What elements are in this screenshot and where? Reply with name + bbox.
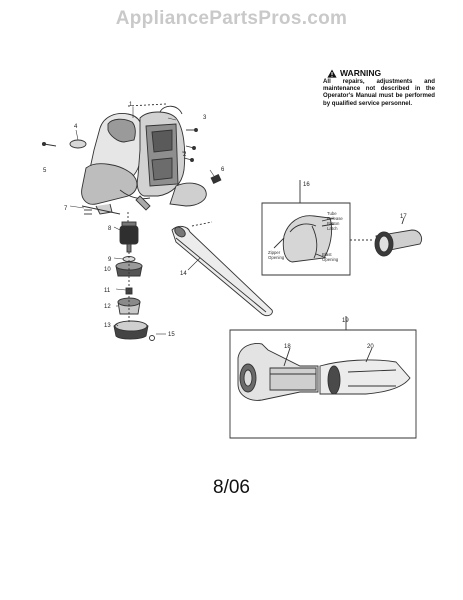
annotation: Latch (327, 226, 338, 231)
annotation: Button (327, 221, 340, 226)
part-label: 19 (342, 318, 349, 324)
part-label: 17 (400, 214, 407, 220)
part-label: 13 (104, 323, 111, 329)
motor-part (119, 212, 139, 253)
warning-triangle-icon (327, 69, 337, 78)
diagram-date: 8/06 (213, 477, 250, 498)
warning-title: WARNING (340, 68, 382, 78)
part-label: 9 (108, 257, 112, 263)
annotation: Tube (327, 211, 337, 216)
annotation: Opening (322, 257, 339, 262)
part-label: 18 (284, 344, 291, 350)
part-label: 16 (303, 182, 310, 188)
warning-heading: WARNING (327, 68, 435, 78)
part-label: 12 (104, 304, 111, 310)
warning-text: All repairs, adjustments and maintenance… (323, 78, 435, 107)
part-label: 5 (43, 168, 47, 174)
part-label: 6 (221, 167, 225, 173)
part-label: 1 (129, 102, 133, 108)
warning-box: WARNING All repairs, adjustments and mai… (323, 68, 435, 107)
blower-housing-assembly (81, 103, 207, 215)
part-label: 2 (183, 152, 187, 158)
part-label: 14 (180, 271, 187, 277)
bag-assembly-box (261, 180, 351, 276)
part-label: 8 (108, 226, 112, 232)
part-label: 4 (74, 124, 78, 130)
part-label: 11 (104, 288, 111, 294)
annotation: Blast (322, 252, 332, 257)
part-number-labels: 1 2 3 4 5 6 7 8 9 10 11 12 13 14 15 16 1… (43, 102, 407, 350)
adapter-part (350, 217, 423, 257)
part-label: 10 (104, 267, 111, 273)
annotation: Zipper (268, 250, 281, 255)
vacuum-tube-box (229, 316, 417, 439)
annotation: Opening (268, 255, 285, 260)
fasteners (41, 128, 222, 215)
part-label: 20 (367, 344, 374, 350)
annotation: Release (327, 216, 343, 221)
impeller-parts-stack (113, 252, 155, 341)
bag-annotations: Tube Release Button Latch Zipper Opening… (268, 211, 343, 262)
site-watermark: AppliancePartsPros.com (115, 8, 348, 29)
callout-leaders (69, 107, 215, 335)
part-label: 3 (203, 115, 207, 121)
part-label: 15 (168, 332, 175, 338)
blower-tube-part (171, 221, 273, 317)
part-label: 7 (64, 206, 68, 212)
